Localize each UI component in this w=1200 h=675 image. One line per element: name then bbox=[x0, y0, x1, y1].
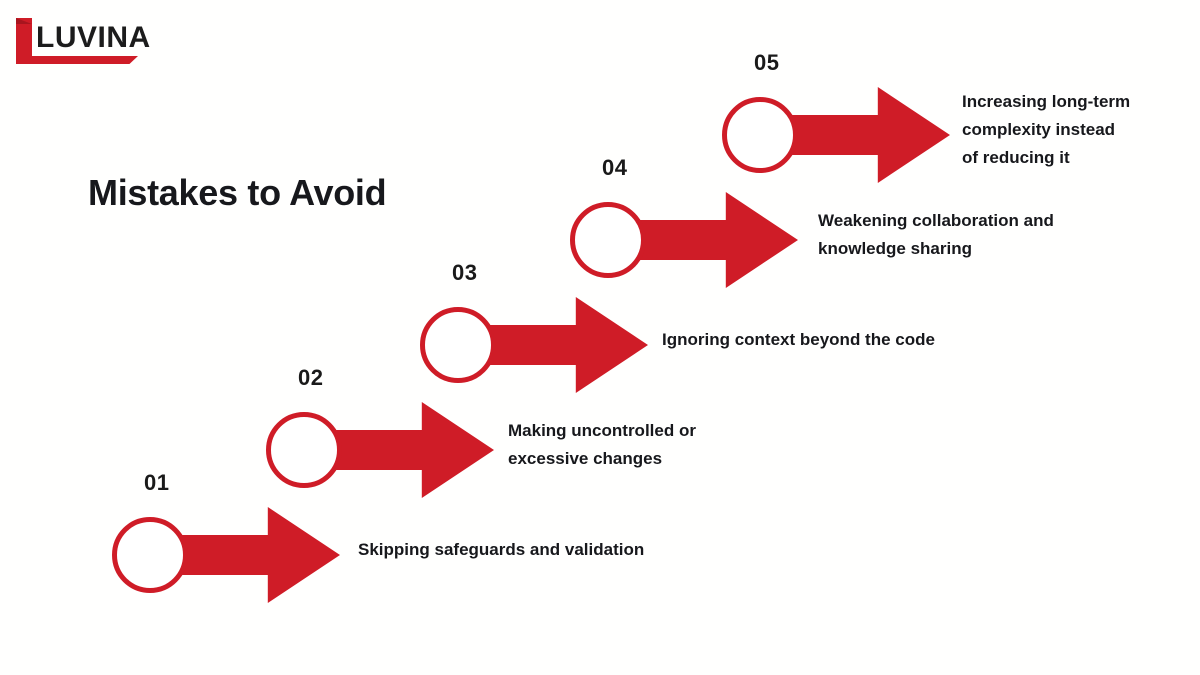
step-2-circle-marker bbox=[266, 412, 342, 488]
step-4-number: 04 bbox=[602, 155, 628, 180]
step-1-label: Skipping safeguards and validation bbox=[358, 540, 645, 559]
step-3-label: Ignoring context beyond the code bbox=[662, 330, 935, 349]
step-2-label: Making uncontrolled or excessive changes bbox=[508, 421, 696, 468]
step-1-number: 01 bbox=[144, 470, 170, 495]
logo-l-mark bbox=[16, 18, 32, 56]
step-5-label: Increasing long-term complexity instead … bbox=[962, 92, 1131, 167]
step-5-circle-marker bbox=[722, 97, 798, 173]
logo-wordmark: LUVINA bbox=[36, 21, 151, 54]
step-3-circle-marker bbox=[420, 307, 496, 383]
step-1-circle-marker bbox=[112, 517, 188, 593]
page-title: Mistakes to Avoid bbox=[88, 172, 387, 213]
step-3-number: 03 bbox=[452, 260, 478, 285]
logo-underline-bar bbox=[16, 56, 138, 64]
step-2-number: 02 bbox=[298, 365, 324, 390]
step-4-circle-marker bbox=[570, 202, 646, 278]
luvina-logo: LUVINA bbox=[14, 16, 154, 66]
step-4-label: Weakening collaboration and knowledge sh… bbox=[818, 211, 1054, 258]
step-5-number: 05 bbox=[754, 50, 780, 75]
